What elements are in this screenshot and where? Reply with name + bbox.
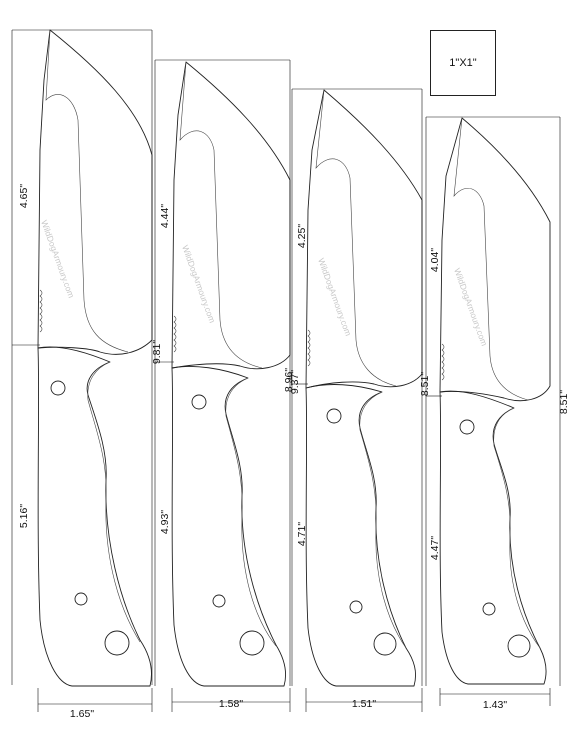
reference-square-label: 1"X1" [449,57,477,69]
knife-2-handle-dim: 4.93" [159,510,171,534]
knife-2-blade [171,61,291,370]
knife-3-scale [359,391,407,649]
knife-3-pin-mid [349,600,363,614]
knife-2-pin-top [191,394,207,410]
knife-4-scale [493,407,541,649]
knife-1-overall-dim: 9.81" [151,340,163,364]
knife-4-handle-dim: 4.47" [429,536,441,560]
knife-3-handle [305,384,417,687]
knife-1: 4.65" 5.16" 9.81" 1.65" WildDogArmoury.c… [11,29,163,720]
knife-3-serrations [307,329,311,367]
knife-1-serrations [39,289,43,333]
knife-2: 4.44" 4.93" 9.37" 1.58" WildDogArmoury.c… [154,59,301,712]
knife-2-serrations [173,315,177,353]
knife-4-overall-dim-right: 8.51" [558,390,570,414]
knife-3-width-dim: 1.51" [352,698,376,710]
knife-3-lanyard-hole [373,632,397,656]
knife-2-handle [171,366,287,687]
knife-2-lanyard-hole [239,630,265,656]
knife-1-width-dim: 1.65" [70,708,94,720]
knife-1-lanyard-hole [104,630,130,656]
knife-3-handle-dim: 4.71" [296,522,308,546]
knife-1-blade-dim: 4.65" [18,184,30,208]
knife-3-blade-dim: 4.25" [296,224,308,248]
knife-1-scale [87,361,141,643]
knife-1-pin-top [50,380,66,396]
knife-1-blade [37,29,153,355]
knife-4-bevel [453,117,529,401]
knife-2-bevel [179,61,263,369]
knife-4: 4.04" 4.47" 8.51" 8.51" 1.43" WildDogArm… [419,116,570,711]
knife-3-pin-top [326,408,342,424]
knife-4-lanyard-hole [507,634,531,658]
knife-1-watermark: WildDogArmoury.com [39,219,76,300]
knife-3-watermark: WildDogArmoury.com [316,257,353,338]
knife-4-pin-mid [482,602,496,616]
knife-4-handle [439,390,547,685]
knife-4-pin-top [459,419,475,435]
knife-4-serrations [441,343,445,381]
knife-4-overall-dim: 8.51" [419,372,431,396]
knife-4-width-dim: 1.43" [483,699,507,711]
knife-1-bevel [45,29,129,353]
knife-2-blade-dim: 4.44" [159,204,171,228]
knife-3: 4.25" 4.71" 8.96" 1.51" WildDogArmoury.c… [283,88,423,712]
knife-4-blade [439,117,551,402]
knife-3-bevel [315,89,397,387]
knife-3-overall-dim: 8.96" [283,368,295,392]
knife-2-watermark: WildDogArmoury.com [180,244,217,325]
knife-2-width-dim: 1.58" [219,698,243,710]
knife-4-watermark: WildDogArmoury.com [452,267,489,348]
knife-1-handle [37,346,152,687]
knife-4-blade-dim: 4.04" [429,248,441,272]
knife-2-scale [225,377,277,647]
reference-square: 1"X1" [430,30,496,96]
knife-1-handle-dim: 5.16" [18,504,30,528]
knife-2-pin-mid [212,594,226,608]
knife-3-blade [305,89,423,389]
knife-1-pin-mid [74,592,88,606]
